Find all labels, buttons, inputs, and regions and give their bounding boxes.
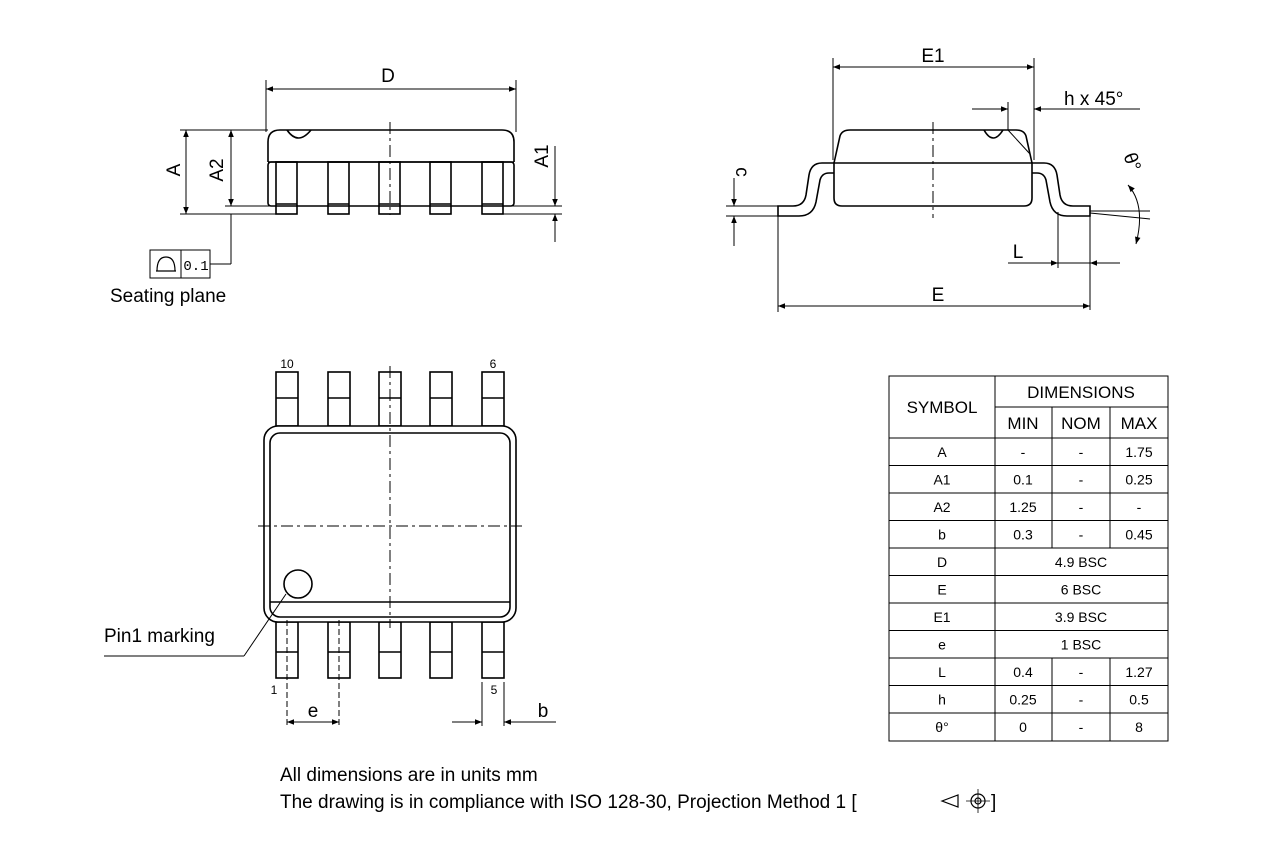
table-cell-min: - [1021,444,1026,460]
pin1-marking-label: Pin1 marking [104,626,215,647]
table-cell-max: 0.45 [1125,526,1152,542]
top-body-inner [269,432,511,618]
note-projection-prefix: The drawing is in compliance with ISO 12… [280,792,857,813]
table-cell-max: 1.75 [1125,444,1152,460]
notes: All dimensions are in units mm The drawi… [280,765,996,813]
top-view-labels: 10 6 1 5 Pin1 marking e b [104,357,548,722]
side-body-lower [267,161,515,207]
table-cell-max: - [1137,499,1142,515]
label-E1: E1 [921,46,944,67]
label-b: b [538,701,549,722]
top-body-outer [263,425,517,623]
table-cell-span: 1 BSC [1061,636,1101,652]
table-cell-symbol: e [938,636,946,652]
chamfer-dimple [983,129,1004,139]
side-view-labels: D A A2 A1 0.1 Seating plane [110,66,553,307]
min-header: MIN [1007,414,1038,433]
label-L: L [1013,242,1024,263]
table-cell-symbol: θ° [935,719,948,735]
table-cell-min: 0.25 [1009,691,1036,707]
left-lead [777,162,834,217]
table-cell-min: 0 [1019,719,1027,735]
nom-header: NOM [1061,414,1101,433]
flatness-icon [156,256,176,272]
side-body-top [267,129,515,162]
table-cell-symbol: A [937,444,947,460]
label-A2: A2 [207,158,228,181]
note-projection: The drawing is in compliance with ISO 12… [280,792,857,813]
table-cell-nom: - [1079,444,1084,460]
table-cell-max: 0.5 [1129,691,1149,707]
pin-6-label: 6 [490,357,497,371]
seating-tolerance: 0.1 [183,259,208,275]
note-units: All dimensions are in units mm [280,765,538,786]
pin1-dimple [286,129,312,139]
right-lead [1032,162,1091,217]
table-cell-span: 4.9 BSC [1055,554,1107,570]
symbol-header: SYMBOL [907,398,978,417]
label-e: e [308,701,319,722]
table-cell-symbol: A1 [933,471,950,487]
label-A1: A1 [532,144,553,167]
table-frame [888,375,1169,742]
table-cell-min: 1.25 [1009,499,1036,515]
dim-theta [1127,184,1141,245]
table-cell-symbol: D [937,554,947,570]
table-cell-span: 6 BSC [1061,581,1101,597]
table-cell-min: 0.1 [1013,471,1033,487]
top-view [104,366,556,726]
label-theta: θ° [1119,150,1145,174]
end-view [726,58,1151,312]
label-h: h x 45° [1064,89,1123,110]
end-view-labels: E1 h x 45° c θ° L E [731,46,1145,306]
table-cell-nom: - [1079,526,1084,542]
table-cell-symbol: E1 [933,609,950,625]
end-body-lower [833,162,1033,207]
table-cell-span: 3.9 BSC [1055,609,1107,625]
table-cell-nom: - [1079,719,1084,735]
pin-5-label: 5 [491,683,498,697]
label-E: E [932,285,945,306]
table-cell-symbol: E [937,581,946,597]
top-leads-lower [275,621,505,679]
table-cell-nom: - [1079,499,1084,515]
table-cell-nom: - [1079,471,1084,487]
side-view [149,80,562,279]
pin-10-label: 10 [280,357,294,371]
table-cell-symbol: h [938,691,946,707]
note-projection-suffix: ] [991,792,996,813]
seating-plane-label: Seating plane [110,286,226,307]
table-cell-min: 0.4 [1013,664,1033,680]
table-cell-max: 0.25 [1125,471,1152,487]
label-D: D [381,66,395,87]
table-cell-max: 1.27 [1125,664,1152,680]
table-cell-nom: - [1079,664,1084,680]
side-leads [275,161,504,215]
pin1-marker [283,569,313,599]
table-cell-symbol: L [938,664,946,680]
table-cell-symbol: A2 [933,499,950,515]
table-cell-symbol: b [938,526,946,542]
table-cell-nom: - [1079,691,1084,707]
flatness-frame [149,249,211,279]
projection-method-icon [940,789,990,813]
dimensions-header: DIMENSIONS [1027,383,1135,402]
table-cell-min: 0.3 [1013,526,1033,542]
table-cell-max: 8 [1135,719,1143,735]
max-header: MAX [1121,414,1158,433]
label-c: c [731,167,752,177]
label-A: A [164,163,185,176]
pin-1-label: 1 [271,683,278,697]
